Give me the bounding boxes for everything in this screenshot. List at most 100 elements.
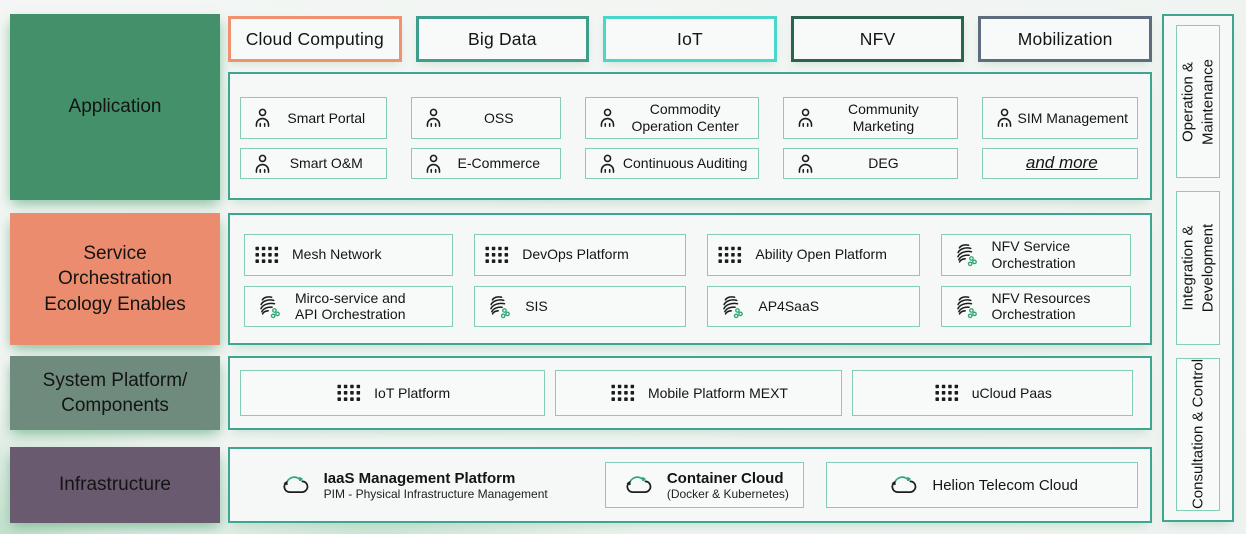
orchestration-icon bbox=[485, 293, 512, 320]
layer-label-system-platform: System Platform/ Components bbox=[10, 356, 220, 430]
person-icon bbox=[596, 107, 618, 129]
grid-icon bbox=[485, 246, 509, 264]
chip-label: Big Data bbox=[468, 28, 537, 49]
layer-label-text: System Platform/ bbox=[42, 369, 188, 391]
person-icon bbox=[251, 153, 273, 175]
orchestration-icon bbox=[952, 241, 979, 268]
layer-label-text: Application bbox=[68, 96, 162, 118]
svc-item-devops-platform: DevOps Platform bbox=[474, 234, 687, 276]
app-item-deg: DEG bbox=[783, 148, 958, 179]
item-label: DevOps Platform bbox=[522, 246, 629, 263]
item-label: Container Cloud (Docker & Kubernetes) bbox=[666, 469, 789, 501]
infra-item-helion-telecom-cloud: Helion Telecom Cloud bbox=[826, 462, 1138, 508]
chip-mobilization: Mobilization bbox=[978, 16, 1152, 62]
chip-iot: IoT bbox=[603, 16, 777, 62]
app-item-and-more: and more bbox=[981, 148, 1138, 179]
platform-item-mobile-platform-mext: Mobile Platform MEXT bbox=[555, 370, 842, 416]
orchestration-icon bbox=[718, 293, 745, 320]
layer-label-text: Infrastructure bbox=[59, 474, 171, 496]
chip-big-data: Big Data bbox=[415, 16, 590, 62]
layer-label-text: Orchestration bbox=[57, 268, 173, 290]
person-icon bbox=[993, 107, 1015, 129]
chip-cloud-computing: Cloud Computing bbox=[228, 16, 402, 62]
person-icon bbox=[596, 153, 618, 175]
chip-label: NFV bbox=[859, 28, 896, 49]
item-label: SIS bbox=[525, 297, 548, 314]
app-item-smart-portal: Smart Portal bbox=[240, 97, 387, 140]
chip-label: Mobilization bbox=[1017, 28, 1113, 49]
item-label: Helion Telecom Cloud bbox=[932, 476, 1079, 494]
platform-item-ucloud-paas: uCloud Paas bbox=[851, 370, 1133, 416]
layer-label-infrastructure: Infrastructure bbox=[10, 447, 220, 523]
rail-item-integration-development: Integration &Development bbox=[1176, 191, 1220, 345]
app-item-smart-om: Smart O&M bbox=[240, 148, 387, 179]
grid-icon bbox=[611, 384, 635, 402]
infrastructure-section: IaaS Management Platform PIM - Physical … bbox=[228, 447, 1152, 523]
item-label: IaaS Management Platform PIM - Physical … bbox=[323, 469, 548, 501]
service-orchestration-section: Mesh Network DevOps Platform Ability Ope… bbox=[228, 213, 1152, 345]
item-label: Continuous Auditing bbox=[622, 155, 748, 172]
chip-label: IoT bbox=[677, 28, 703, 49]
layer-label-application: Application bbox=[10, 14, 220, 200]
rail-item-consultation-control: Consultation & Control bbox=[1176, 357, 1220, 511]
item-label: Mobile Platform MEXT bbox=[647, 384, 788, 401]
item-label: AP4SaaS bbox=[758, 297, 820, 314]
item-label: Smart Portal bbox=[287, 109, 366, 126]
grid-icon bbox=[718, 246, 742, 264]
grid-icon bbox=[935, 384, 959, 402]
cloud-sync-icon bbox=[278, 473, 312, 498]
item-label: E-Commerce bbox=[457, 155, 541, 172]
rail-item-label: Operation &Maintenance bbox=[1179, 58, 1217, 145]
grid-icon bbox=[337, 384, 361, 402]
item-label: OSS bbox=[483, 109, 514, 126]
app-item-e-commerce: E-Commerce bbox=[410, 148, 562, 179]
grid-icon bbox=[255, 246, 279, 264]
person-icon bbox=[422, 153, 444, 175]
item-label: Ability Open Platform bbox=[755, 246, 887, 263]
item-label: DEG bbox=[868, 155, 899, 172]
chip-label: Cloud Computing bbox=[245, 28, 384, 49]
and-more-label: and more bbox=[1025, 153, 1098, 173]
orchestration-icon bbox=[952, 293, 979, 320]
svc-item-sis: SIS bbox=[474, 285, 687, 327]
rail-item-label: Consultation & Control bbox=[1189, 359, 1207, 510]
item-label: IoT Platform bbox=[374, 384, 451, 401]
cloud-sync-icon bbox=[621, 473, 655, 498]
orchestration-icon bbox=[255, 293, 282, 320]
infra-item-container-cloud: Container Cloud (Docker & Kubernetes) bbox=[605, 462, 805, 508]
rail-item-operation-maintenance: Operation &Maintenance bbox=[1176, 25, 1220, 179]
cloud-sync-icon bbox=[886, 473, 920, 498]
technology-chip-row: Cloud Computing Big Data IoT NFV Mobiliz… bbox=[228, 16, 1152, 62]
app-item-oss: OSS bbox=[410, 97, 562, 140]
rail-item-label: Integration &Development bbox=[1179, 223, 1217, 313]
person-icon bbox=[794, 153, 816, 175]
system-platform-section: IoT Platform Mobile Platform MEXT uCloud… bbox=[228, 356, 1152, 430]
layer-label-text: Service bbox=[83, 243, 147, 265]
person-icon bbox=[422, 107, 444, 129]
app-item-sim-management: SIM Management bbox=[981, 97, 1138, 140]
item-label: Mesh Network bbox=[292, 246, 382, 263]
platform-item-iot-platform: IoT Platform bbox=[240, 370, 546, 416]
svc-item-ap4saas: AP4SaaS bbox=[707, 285, 920, 327]
layer-label-text: Components bbox=[61, 395, 169, 416]
svc-item-mesh-network: Mesh Network bbox=[244, 234, 454, 276]
item-label: uCloud Paas bbox=[971, 384, 1052, 401]
app-item-continuous-auditing: Continuous Auditing bbox=[585, 148, 760, 179]
item-label: Smart O&M bbox=[289, 155, 363, 172]
item-label: SIM Management bbox=[1017, 109, 1129, 126]
person-icon bbox=[794, 107, 816, 129]
lifecycle-rail: Operation &Maintenance Integration &Deve… bbox=[1162, 14, 1234, 522]
layer-label-text: Ecology Enables bbox=[44, 293, 186, 315]
